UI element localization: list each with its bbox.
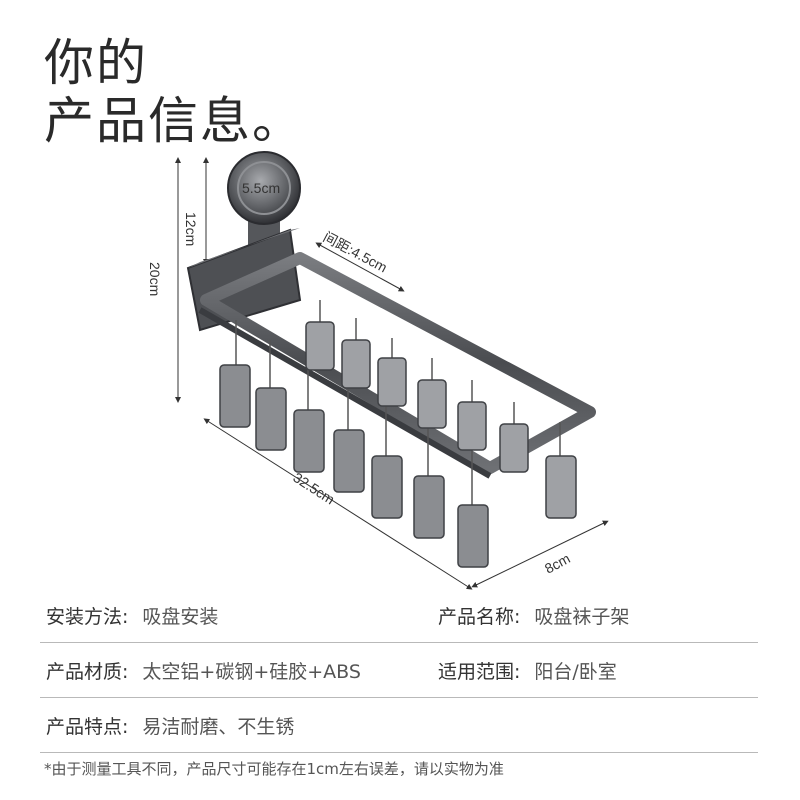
spec-label-install: 安装方法: [46, 605, 129, 628]
heading-line-2: 产品信息。 [44, 92, 304, 150]
spacing-line [315, 242, 405, 292]
spec-cell: 产品名称: 吸盘袜子架 [432, 602, 629, 629]
spec-label-feature: 产品特点: [46, 715, 129, 738]
depth-line [471, 520, 609, 588]
spec-label-material: 产品材质: [46, 660, 129, 683]
product-figure: 20cm 12cm 间距:4.5cm 32.5cm 8cm 5.5cm [147, 151, 609, 590]
heading-line-1: 你的 [44, 34, 148, 92]
spec-row: 产品特点: 易洁耐磨、不生锈 [40, 698, 758, 753]
page-heading: 你的 产品信息。 [44, 34, 304, 150]
total-height-label: 20cm [147, 262, 163, 296]
rack-frame [198, 252, 596, 479]
spec-value-material: 太空铝+碳钢+硅胶+ABS [142, 660, 361, 683]
clips-back-row [305, 300, 577, 519]
spec-value-feature: 易洁耐磨、不生锈 [142, 715, 295, 738]
depth-label: 8cm [542, 550, 573, 577]
clips-front-row [219, 320, 489, 568]
spec-cell: 产品材质: 太空铝+碳钢+硅胶+ABS [40, 657, 432, 684]
suction-diameter-label: 5.5cm [242, 180, 280, 196]
length-label: 32.5cm [290, 469, 337, 507]
suction-height-label: 12cm [183, 212, 199, 246]
disclaimer-note: *由于测量工具不同，产品尺寸可能存在1cm左右误差，请以实物为准 [44, 760, 504, 778]
spec-cell: 产品特点: 易洁耐磨、不生锈 [40, 712, 432, 739]
spec-value-install: 吸盘安装 [142, 605, 219, 628]
spec-label-name: 产品名称: [438, 605, 521, 628]
length-line [203, 418, 473, 590]
spec-value-name: 吸盘袜子架 [534, 605, 630, 628]
spec-label-usage: 适用范围: [438, 660, 521, 683]
spec-table: 安装方法: 吸盘安装 产品名称: 吸盘袜子架 产品材质: 太空铝+碳钢+硅胶+A… [40, 588, 758, 753]
spec-row: 安装方法: 吸盘安装 产品名称: 吸盘袜子架 [40, 588, 758, 643]
spec-row: 产品材质: 太空铝+碳钢+硅胶+ABS 适用范围: 阳台/卧室 [40, 643, 758, 698]
spec-cell: 适用范围: 阳台/卧室 [432, 657, 617, 684]
spec-value-usage: 阳台/卧室 [534, 660, 617, 683]
spec-cell: 安装方法: 吸盘安装 [40, 602, 432, 629]
